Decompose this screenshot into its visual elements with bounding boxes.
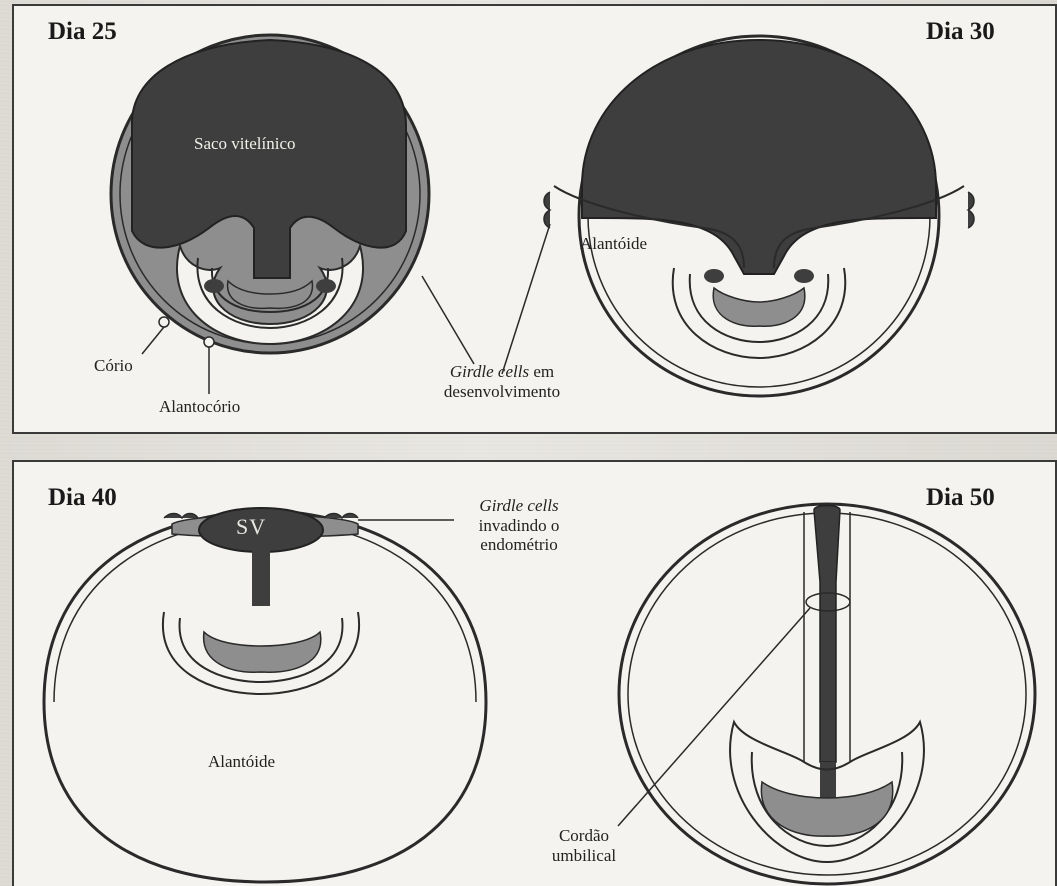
yolk-sac-abbr-label: SV	[236, 514, 266, 539]
day25-title: Dia 25	[48, 18, 117, 47]
day40-girdle-left	[164, 514, 198, 519]
girdle-suffix: em	[529, 362, 554, 381]
top-panel: Dia 25 Dia 30 Saco vitelínico Cório Alan…	[12, 4, 1057, 434]
day25-yolk-sac	[132, 40, 406, 278]
girdle-leader-left	[422, 276, 474, 364]
day30-girdle-right	[794, 269, 814, 283]
day40-allantois-label: Alantóide	[208, 752, 275, 772]
day50-conceptus	[618, 504, 1035, 884]
day30-girdle-left	[704, 269, 724, 283]
day40-conceptus	[44, 508, 486, 882]
day40-title: Dia 40	[48, 484, 117, 513]
girdle-invading-line3: endométrio	[480, 535, 557, 554]
yolk-sac-label: Saco vitelínico	[194, 134, 296, 154]
girdle-developing-label: Girdle cells em desenvolvimento	[402, 362, 602, 401]
day25-girdle-left	[204, 279, 224, 293]
girdle-leader-right	[502, 224, 550, 374]
girdle-developing-line2: desenvolvimento	[444, 382, 560, 401]
day30-girdle-band-left	[544, 192, 550, 228]
cord-line1: Cordão	[559, 826, 609, 845]
umbilical-cord-label: Cordão umbilical	[534, 826, 634, 865]
day50-title: Dia 50	[926, 484, 995, 513]
chorion-label: Cório	[94, 356, 133, 376]
day30-title: Dia 30	[926, 18, 995, 47]
girdle-invading-line2: invadindo o	[479, 516, 560, 535]
day25-conceptus	[111, 35, 429, 394]
day30-conceptus	[422, 36, 974, 396]
girdle-invading-italic: Girdle cells	[479, 496, 558, 515]
bottom-panel: Dia 40 Dia 50 SV Alantóide Girdle cells …	[12, 460, 1057, 886]
day40-stalk	[252, 548, 270, 606]
day25-allantochorion-marker	[204, 337, 214, 347]
day25-chorion-leader	[142, 327, 164, 354]
cord-line2: umbilical	[552, 846, 616, 865]
day25-girdle-right	[316, 279, 336, 293]
allantochorion-label: Alantocório	[159, 397, 240, 417]
day25-chorion-marker	[159, 317, 169, 327]
day40-girdle-right	[324, 514, 358, 519]
girdle-italic-term: Girdle cells	[450, 362, 529, 381]
day30-allantois-label: Alantóide	[580, 234, 647, 254]
girdle-invading-label: Girdle cells invadindo o endométrio	[444, 496, 594, 555]
day30-girdle-band-right	[968, 192, 974, 228]
